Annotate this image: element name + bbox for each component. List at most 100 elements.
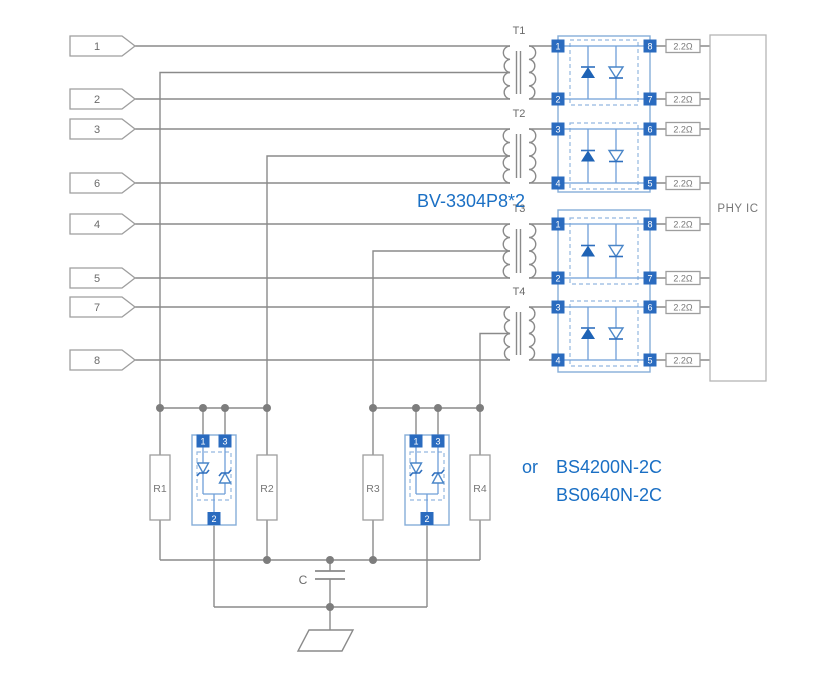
series-resistor-wires [656, 45, 710, 361]
junction-dot [369, 556, 377, 564]
tvs-array-1: 1 3 2 [191, 434, 237, 526]
pin-connector-label: 7 [94, 302, 100, 314]
pin-connector-shape [69, 88, 137, 110]
transformer-core [515, 229, 522, 273]
protection-ic-box-2: 1 2 3 4 8 7 6 5 [551, 209, 657, 373]
junction-dot [263, 404, 271, 412]
secondary-wires [529, 45, 552, 361]
tvs-pin [196, 434, 210, 448]
diode-outline [607, 66, 625, 80]
resistor-body [256, 454, 278, 521]
ic-pin [551, 300, 565, 314]
diode-outline [607, 327, 625, 341]
ic-outline [557, 35, 651, 193]
center-tap-wires [159, 71, 510, 408]
pin-connector-shape [69, 296, 137, 318]
series-resistor: 2.2Ω [665, 38, 701, 54]
resistor-body [149, 454, 171, 521]
pin-connector-shape [69, 35, 137, 57]
tvs-pin-label: 2 [211, 514, 216, 524]
pin-connector-1: 1 [69, 35, 137, 57]
junction-dot [199, 404, 207, 412]
zener-diode [218, 471, 232, 484]
zener-diode [196, 462, 210, 475]
or-label: or [522, 457, 538, 477]
diode-filled [581, 150, 595, 162]
resistor-label: R4 [473, 483, 487, 495]
pin-connector-3: 3 [69, 118, 137, 140]
pin-connector-shape [69, 118, 137, 140]
pin-connector-8: 8 [69, 349, 137, 371]
pin-connector-label: 4 [94, 219, 100, 231]
pin-connector-5: 5 [69, 267, 137, 289]
junction-dot [412, 404, 420, 412]
termination-resistor-R2: R2 [256, 454, 278, 521]
transformer-label: T1 [513, 25, 526, 37]
ic-pin [551, 271, 565, 285]
capacitor-label: C [299, 573, 308, 587]
ic-pin [643, 176, 657, 190]
transformer-core [515, 312, 522, 355]
ic-internal-rails [564, 45, 644, 184]
transformer-secondary-winding [528, 306, 536, 361]
tvs-pin [218, 434, 232, 448]
ic-internal-rails [564, 223, 644, 361]
phy-ic-label: PHY IC [717, 203, 758, 215]
diode-outline [607, 149, 625, 163]
signal-wires [135, 45, 710, 630]
ic-channel-box [569, 122, 639, 190]
junction-dot [326, 603, 334, 611]
termination-network-wires [159, 407, 481, 630]
zener-cathode-bar [409, 469, 423, 477]
ic-pin-label: 6 [647, 303, 652, 313]
ic-pin-label: 7 [647, 95, 652, 105]
series-resistor: 2.2Ω [665, 121, 701, 137]
ic-outline [557, 209, 651, 373]
diode-outline [607, 244, 625, 258]
transformer-secondary-winding [528, 223, 537, 279]
transformer-primary-winding [503, 306, 511, 361]
transformer-secondary-winding [528, 45, 537, 100]
transformer-T3: T3 [502, 203, 537, 279]
series-resistor-label: 2.2Ω [673, 42, 693, 52]
tvs-part-label-1: BS4200N-2C [556, 457, 662, 477]
phy-ic-box [709, 34, 767, 382]
tvs-part-label-2: BS0640N-2C [556, 485, 662, 505]
pin-connector-label: 2 [94, 94, 100, 106]
tvs-internal-wires [202, 447, 226, 512]
ic-pin-label: 4 [555, 179, 560, 189]
tvs-pin [409, 434, 423, 448]
connector-pins: 1 2 3 6 4 5 7 8 [69, 35, 137, 371]
capacitor: C [299, 570, 345, 587]
transformer-label: T4 [513, 286, 526, 298]
ic-pin-label: 4 [555, 356, 560, 366]
zener-cathode-bar [218, 469, 232, 477]
junction-dot [156, 404, 164, 412]
series-resistor: 2.2Ω [665, 91, 701, 107]
ic-pin [551, 39, 565, 53]
series-resistor: 2.2Ω [665, 299, 701, 315]
pin-connector-label: 1 [94, 41, 100, 53]
series-resistor-label: 2.2Ω [673, 179, 693, 189]
ic-pin-label: 5 [647, 356, 652, 366]
tvs-pin [207, 512, 221, 525]
series-resistors: 2.2Ω 2.2Ω 2.2Ω 2.2Ω 2.2Ω 2.2Ω 2.2Ω 2.2Ω [665, 38, 701, 368]
zener-cathode-bar [196, 469, 210, 477]
transformer-T4: T4 [503, 286, 536, 361]
tvs-internal-wires [415, 447, 439, 512]
ic-pin-label: 3 [555, 303, 560, 313]
transformer-primary-winding [502, 128, 511, 184]
pin-connector-label: 5 [94, 273, 100, 285]
transformer-core [515, 51, 522, 94]
resistor-label: R1 [153, 483, 167, 495]
pin-connector-shape [69, 213, 137, 235]
resistor-label: R2 [260, 483, 274, 495]
ic-channel-box [569, 39, 639, 106]
capacitor-plates [315, 570, 345, 580]
pin-row-wires [135, 45, 510, 361]
ic-channel-box [569, 217, 639, 285]
ic-pin [643, 39, 657, 53]
junction-dot [369, 404, 377, 412]
series-resistor-label: 2.2Ω [673, 274, 693, 284]
tvs-array-2: 1 3 2 [404, 434, 450, 526]
